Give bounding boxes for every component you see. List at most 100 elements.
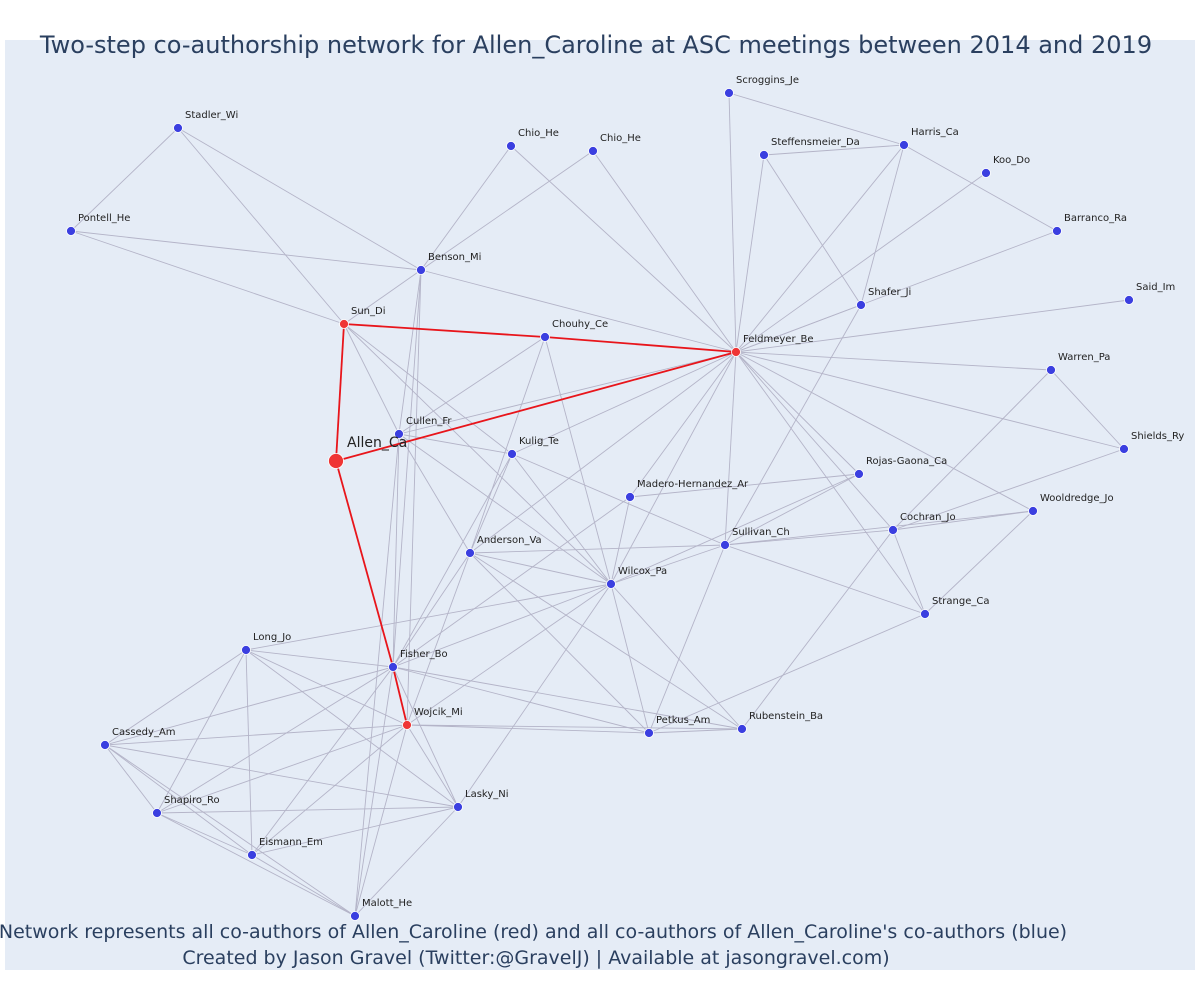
node-label-koo-do: Koo_Do [993,155,1030,166]
edge-feldmeyer-be-sullivan-ch [724,351,737,546]
edge-long-jo-eismann-em [245,649,253,856]
node-feldmeyer-be[interactable] [731,347,741,357]
node-allen-ca[interactable] [328,453,344,469]
node-fisher-bo[interactable] [388,662,398,672]
node-wooldredge-jo[interactable] [1028,506,1038,516]
node-benson-mi[interactable] [416,265,426,275]
node-stadler-wi[interactable] [173,123,183,133]
node-sun-di[interactable] [339,319,349,329]
edge-fisher-bo-shapiro-ro [156,666,394,814]
edge-cassedy-am-shapiro-ro [104,744,158,814]
node-petkus-am[interactable] [644,728,654,738]
edge-benson-mi-cullen-fr [398,269,422,435]
edge-strange-ca-petkus-am [648,613,926,734]
node-pontell-he[interactable] [66,226,76,236]
node-strange-ca[interactable] [920,609,930,619]
node-rubenstein-ba[interactable] [737,724,747,734]
edge-fisher-bo-malott-he [354,666,394,917]
edge-scroggins-je-feldmeyer-be [728,92,737,353]
edge-eismann-em-lasky-ni [251,806,459,856]
node-long-jo[interactable] [241,645,251,655]
edge-eismann-em-malott-he [251,854,356,917]
node-anderson-va[interactable] [465,548,475,558]
edge-shafer-ji-sullivan-ch [724,304,862,546]
edge-said-im-feldmeyer-be [735,299,1130,353]
edge-chouhy-ce-cullen-fr [398,336,546,435]
caption-line-2: Created by Jason Gravel (Twitter:@Gravel… [182,947,889,969]
node-label-sun-di: Sun_Di [351,306,386,317]
node-shapiro-ro[interactable] [152,808,162,818]
node-label-petkus-am: Petkus_Am [656,715,710,726]
node-eismann-em[interactable] [247,850,257,860]
edge-chouhy-ce-anderson-va [469,336,546,554]
edge-sullivan-ch-strange-ca [724,544,926,615]
edge-long-jo-fisher-bo [245,649,394,668]
edge-feldmeyer-be-shields-ry [735,351,1125,450]
node-rojas-gaona-ca[interactable] [854,469,864,479]
node-wilcox-pa[interactable] [606,579,616,589]
edge-kulig-te-fisher-bo [392,453,513,668]
edge-long-jo-cassedy-am [104,649,247,746]
highlight-edge-sun-di-chouhy-ce [343,323,546,338]
node-kulig-te[interactable] [507,449,517,459]
node-label-cullen-fr: Cullen_Fr [406,416,452,427]
node-malott-he[interactable] [350,911,360,921]
edge-anderson-va-wojcik-mi [406,552,471,726]
edge-wilcox-pa-lasky-ni [457,583,612,808]
edge-fisher-bo-petkus-am [392,666,650,734]
edge-long-jo-shapiro-ro [156,649,247,814]
edge-madero-hernandez-ar-fisher-bo [392,496,631,668]
node-label-benson-mi: Benson_Mi [428,252,481,263]
edge-harris-ca-barranco-ra [903,144,1058,232]
node-chouhy-ce[interactable] [540,332,550,342]
edge-wooldredge-jo-strange-ca [924,510,1034,615]
node-scroggins-je[interactable] [724,88,734,98]
edge-koo-do-feldmeyer-be [735,172,987,353]
node-cochran-jo[interactable] [888,525,898,535]
node-madero-hernandez-ar[interactable] [625,492,635,502]
edge-wilcox-pa-long-jo [245,583,612,651]
node-said-im[interactable] [1124,295,1134,305]
edge-cullen-fr-wilcox-pa [398,433,612,585]
node-koo-do[interactable] [981,168,991,178]
edge-feldmeyer-be-cochran-jo [735,351,894,531]
edge-sun-di-kulig-te [343,323,513,455]
highlight-edge-allen-ca-feldmeyer-be [335,351,737,462]
node-wojcik-mi[interactable] [402,720,412,730]
edge-wilcox-pa-wojcik-mi [406,583,612,726]
edge-chio-he-1-benson-mi [420,145,512,271]
node-shafer-ji[interactable] [856,300,866,310]
edge-anderson-va-fisher-bo [392,552,471,668]
node-steffensmeier-da[interactable] [759,150,769,160]
node-label-cochran-jo: Cochran_Jo [900,512,956,523]
caption-line-1: Network represents all co-authors of All… [0,921,1067,943]
node-harris-ca[interactable] [899,140,909,150]
node-label-eismann-em: Eismann_Em [259,837,323,848]
node-cullen-fr[interactable] [394,429,404,439]
node-cassedy-am[interactable] [100,740,110,750]
node-label-harris-ca: Harris_Ca [911,127,959,138]
edge-wojcik-mi-eismann-em [251,724,408,856]
labels-layer: Allen_CaSun_DiFeldmeyer_BeWojcik_MiScrog… [78,75,1184,909]
node-label-chio-he-1: Chio_He [518,128,559,139]
node-chio-he-1[interactable] [506,141,516,151]
node-shields-ry[interactable] [1119,444,1129,454]
node-label-sullivan-ch: Sullivan_Ch [732,527,790,538]
edge-wojcik-mi-rubenstein-ba [406,724,743,730]
edge-benson-mi-fisher-bo [392,269,422,668]
edge-petkus-am-rubenstein-ba [648,728,743,734]
node-label-cassedy-am: Cassedy_Am [112,727,176,738]
node-lasky-ni[interactable] [453,802,463,812]
node-label-wojcik-mi: Wojcik_Mi [414,707,463,718]
node-warren-pa[interactable] [1046,365,1056,375]
node-label-shields-ry: Shields_Ry [1131,431,1184,442]
node-sullivan-ch[interactable] [720,540,730,550]
edge-fisher-bo-lasky-ni [392,666,459,808]
edge-cullen-fr-fisher-bo [392,433,400,668]
node-label-feldmeyer-be: Feldmeyer_Be [743,334,814,345]
node-barranco-ra[interactable] [1052,226,1062,236]
node-label-stadler-wi: Stadler_Wi [185,110,238,121]
node-chio-he-2[interactable] [588,146,598,156]
